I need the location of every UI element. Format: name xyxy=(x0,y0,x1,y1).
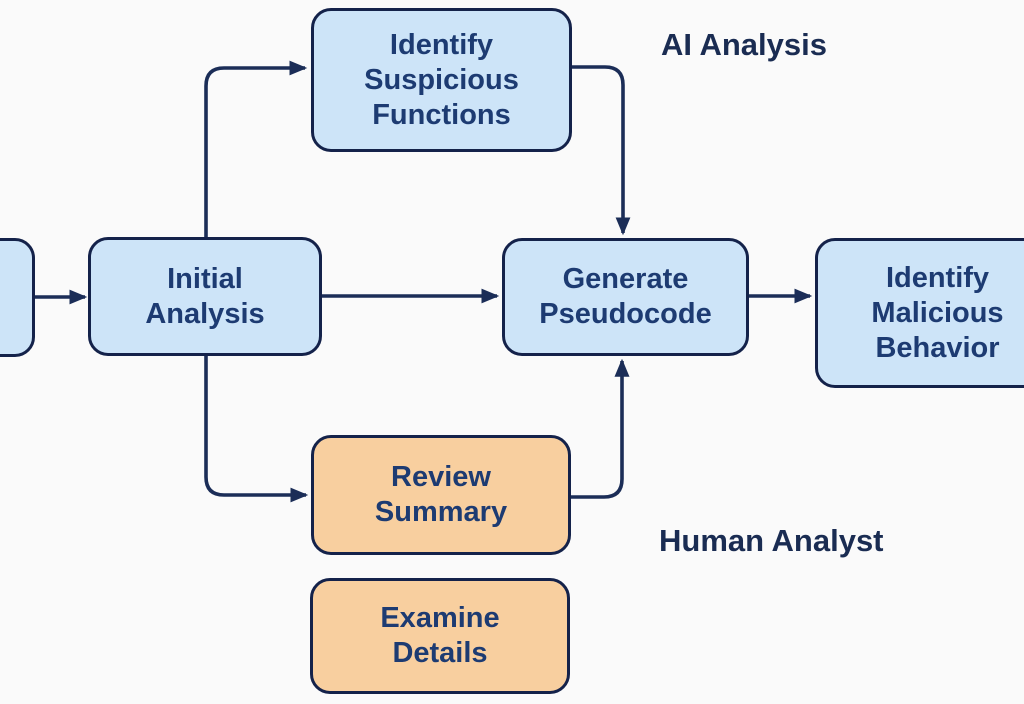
node-examine-details: Examine Details xyxy=(310,578,570,694)
edge-review-summary-to-generate-pseudocode xyxy=(571,358,630,499)
node-review-summary: Review Summary xyxy=(311,435,571,555)
human-analyst-label: Human Analyst xyxy=(659,523,884,558)
node-initial-analysis: Initial Analysis xyxy=(88,237,322,356)
ai-analysis-label: AI Analysis xyxy=(661,27,827,62)
node-identify-suspicious-functions: Identify Suspicious Functions xyxy=(311,8,572,152)
node-identify-malicious-behavior: Identify Malicious Behavior xyxy=(815,238,1024,388)
edge-initial-analysis-to-identify-suspicious-functions xyxy=(204,60,308,237)
edge-identify-suspicious-functions-to-generate-pseudocode xyxy=(572,65,631,236)
node-input-partial xyxy=(0,238,35,357)
node-generate-pseudocode: Generate Pseudocode xyxy=(502,238,749,356)
edge-initial-analysis-to-review-summary xyxy=(204,356,309,503)
